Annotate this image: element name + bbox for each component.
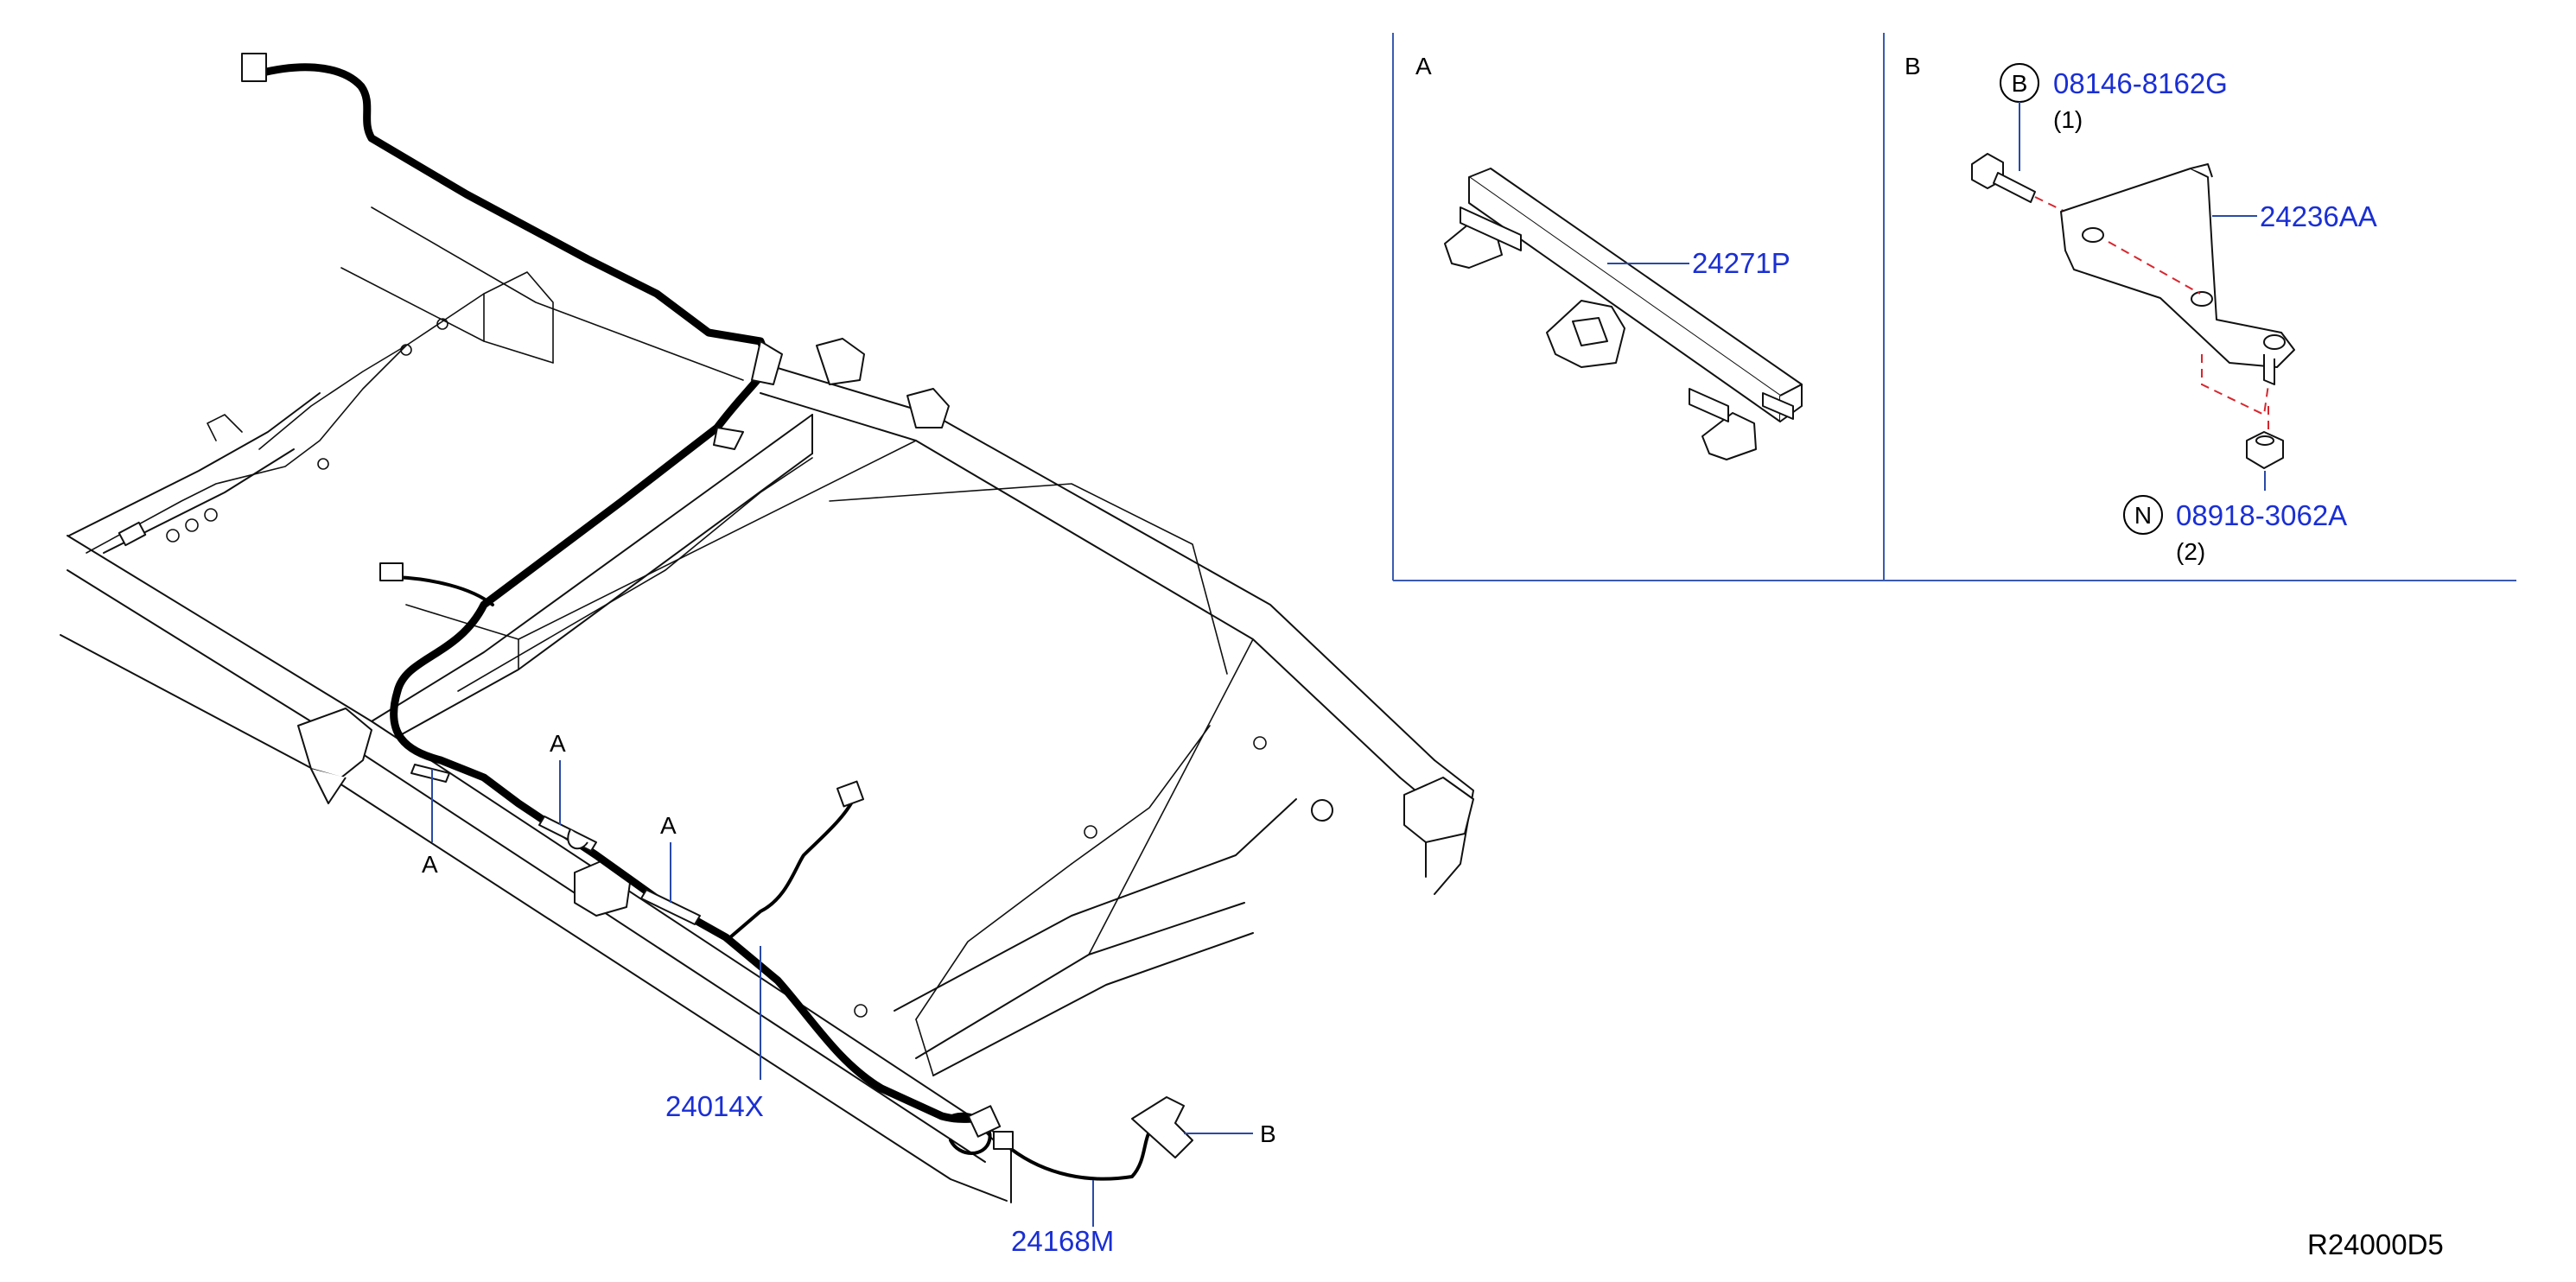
connector-icon bbox=[241, 53, 267, 82]
callout-b-label: B bbox=[1260, 1120, 1276, 1147]
panel-b: B B 08146-8162G (1) 24236AA bbox=[1905, 53, 2377, 565]
part-number-24168M: 24168M bbox=[1011, 1225, 1114, 1257]
part-number-08146-8162G: 08146-8162G bbox=[2053, 67, 2228, 99]
detail-panels bbox=[1392, 33, 2516, 581]
panel-a-title: A bbox=[1415, 53, 1432, 79]
part-number-24014X: 24014X bbox=[665, 1090, 764, 1122]
bolt-quantity: (1) bbox=[2053, 106, 2083, 133]
main-callouts: A A A 24014X 24168M B bbox=[422, 730, 1276, 1257]
panel-b-title: B bbox=[1905, 53, 1921, 79]
clip-rail-part bbox=[1444, 168, 1803, 460]
connector-icon bbox=[379, 562, 404, 581]
nut-symbol: N bbox=[2134, 502, 2152, 529]
chassis-frame bbox=[60, 206, 1474, 1203]
diagram-code: R24000D5 bbox=[2307, 1228, 2444, 1260]
callout-a-label-2: A bbox=[550, 730, 566, 757]
nut-symbol-circle bbox=[2123, 495, 2163, 535]
part-number-24271P: 24271P bbox=[1692, 247, 1790, 279]
callout-a-label-3: A bbox=[660, 812, 677, 839]
connector-icon bbox=[967, 1105, 1002, 1138]
part-number-08918-3062A: 08918-3062A bbox=[2176, 499, 2347, 531]
panel-a: A 24271P bbox=[1415, 53, 1803, 460]
connector-icon bbox=[836, 780, 865, 808]
bolt-symbol: B bbox=[2012, 70, 2028, 97]
main-harness bbox=[241, 53, 1193, 1181]
callout-a-label-1: A bbox=[422, 851, 438, 878]
bolt-icon bbox=[1971, 153, 2036, 203]
part-number-24236AA: 24236AA bbox=[2260, 200, 2377, 232]
bracket-part bbox=[2060, 163, 2295, 385]
nut-icon bbox=[2246, 431, 2284, 469]
nut-quantity: (2) bbox=[2176, 538, 2205, 565]
connector-icon bbox=[993, 1131, 1014, 1150]
